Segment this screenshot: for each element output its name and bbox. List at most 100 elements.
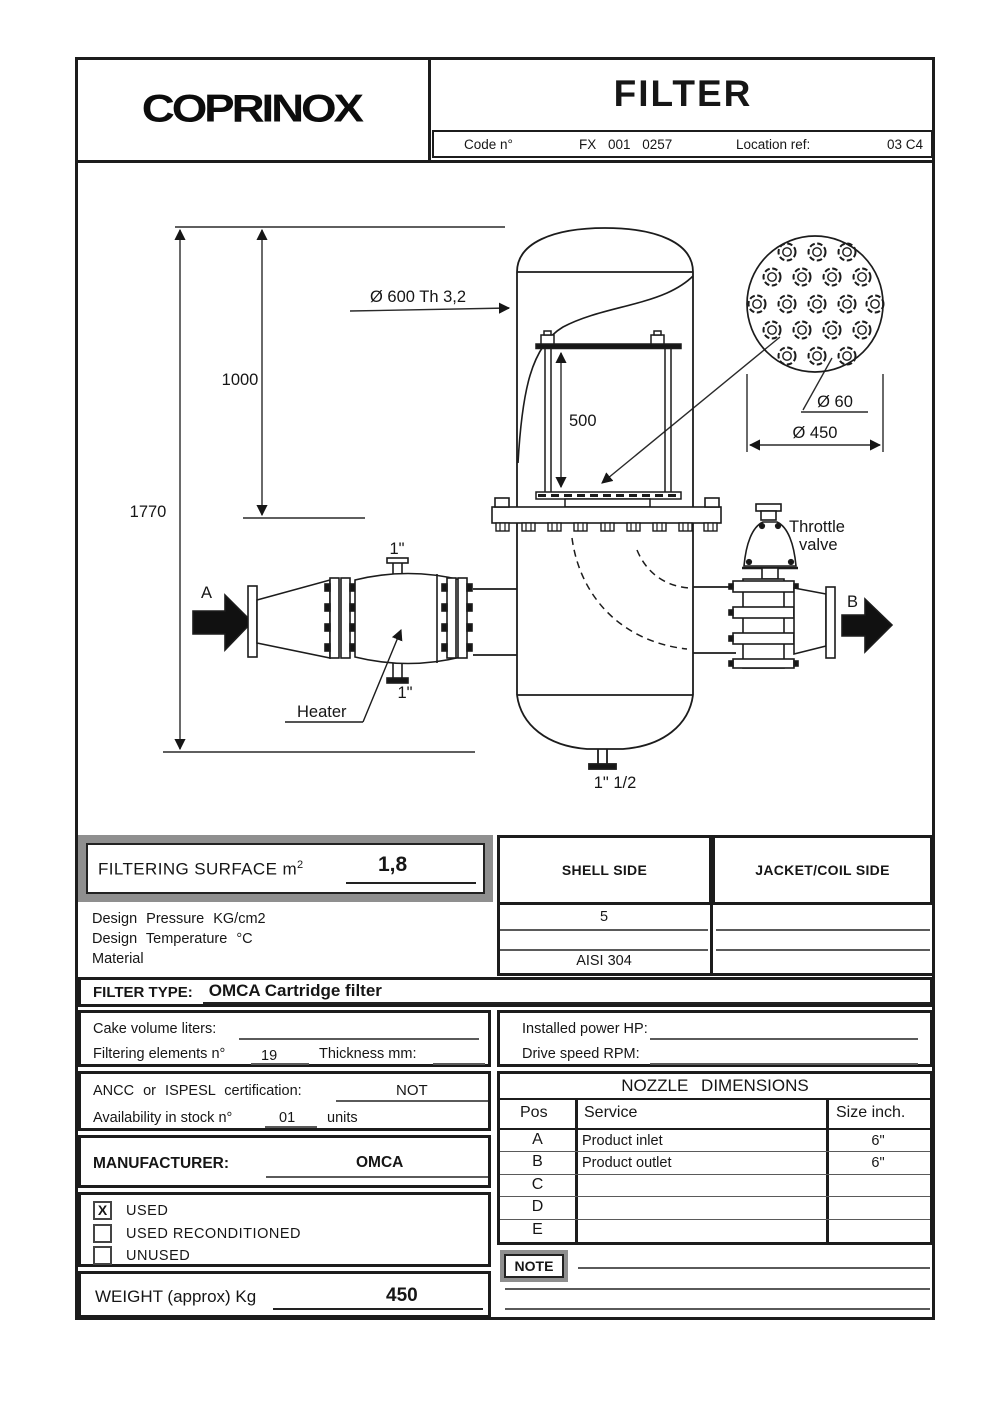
nozzle-dimensions-table: NOZZLE DIMENSIONS Pos Service Size inch.… [497,1071,933,1245]
spec-line [500,929,708,931]
code-bar: Code n° FX 001 0257 Location ref: 03 C4 [432,130,933,158]
manufacturer-label: MANUFACTURER: [93,1155,230,1172]
manufacturer-value: OMCA [356,1154,404,1171]
size-header: Size inch. [836,1104,906,1121]
row-a-service: Product inlet [582,1133,663,1149]
thickness-line [433,1063,485,1065]
power-speed-box: Installed power HP: Drive speed RPM: [497,1010,933,1067]
manufacturer-line [266,1176,488,1178]
cake-elements-box: Cake volume liters: Filtering elements n… [78,1010,491,1067]
weight-value: 450 [386,1285,418,1306]
cartridge-assembly [535,330,682,508]
dim-hole-diameter: Ø 60 [817,393,853,411]
stock-line [265,1126,317,1128]
nozzle-pipes [473,537,736,656]
condition-box: X USED USED RECONDITIONED UNUSED [78,1192,491,1267]
drain-nozzle-label: 1" 1/2 [594,774,637,792]
row-d-pos: D [531,1198,544,1216]
spec-line [716,929,930,931]
pressure-shell-value: 5 [599,909,609,925]
filtering-elements-line [251,1063,309,1065]
outlet-arrow [841,597,894,654]
pos-header: Pos [520,1104,548,1121]
row-a-size: 6" [871,1133,885,1149]
nozzle-col-line-1 [575,1100,578,1242]
heater-label: Heater [297,703,347,721]
weight-label: WEIGHT (approx) Kg [95,1287,257,1306]
certification-line [336,1100,488,1102]
stock-label: Availability in stock n° [93,1110,233,1126]
filtering-elements-label: Filtering elements n° [93,1046,226,1062]
filter-type-label: FILTER TYPE: [93,983,193,1001]
used-reconditioned-checkbox [93,1224,112,1243]
nozzle-table-title: NOZZLE DIMENSIONS [500,1074,930,1100]
cake-volume-line [239,1038,479,1040]
stock-units-label: units [327,1110,358,1126]
jacket-side-header: JACKET/COIL SIDE [712,835,933,905]
dim-shell-height: 1000 [222,371,259,389]
manufacturer-box: MANUFACTURER: OMCA [78,1135,491,1188]
service-header: Service [584,1104,638,1121]
throttle-label-1: Throttle [789,518,845,536]
row-a-pos: A [532,1131,543,1148]
spec-bottom-line [497,973,933,976]
heater-top-nozzle-label: 1" [389,540,404,558]
code-value: FX 001 0257 [579,137,673,152]
inlet-arrow [192,593,254,652]
shell-side-header: SHELL SIDE [497,835,712,905]
heater-assembly [192,557,473,723]
certification-value: NOT [396,1082,428,1099]
installed-power-label: Installed power HP: [522,1021,648,1037]
row-b-pos: B [532,1153,543,1171]
note-line-2 [505,1288,930,1290]
throttle-label-2: valve [799,536,838,554]
spec-line [500,949,708,951]
dim-sheet-diameter: Ø 450 [793,424,838,442]
nozzle-table-header: Pos Service Size inch. [500,1100,930,1130]
nozzle-row-b: B Product outlet 6" [500,1152,930,1175]
row-b-size: 6" [871,1155,885,1172]
material-label: Material [92,951,144,967]
drawing-labels: 1770 1000 Ø 600 Th 3,2 500 Ø 60 Ø 450 A … [130,288,858,792]
material-shell-value: AISI 304 [576,953,632,969]
used-label: USED [126,1203,169,1219]
heater-bottom-nozzle-label: 1" [397,684,412,702]
installed-power-line [650,1038,918,1040]
note-line-3 [505,1308,930,1310]
certification-box: ANCC or ISPESL certification: NOT Availa… [78,1071,491,1131]
outlet-label: B [847,593,858,611]
dim-total-height: 1770 [130,503,167,521]
spec-line [716,949,930,951]
nozzle-row-a: A Product inlet 6" [500,1130,930,1153]
inlet-label: A [201,584,212,602]
filtering-surface-frame: FILTERING SURFACE m2 1,8 [78,835,493,902]
document-title: FILTER [613,73,753,114]
tube-sheet-detail [746,235,885,373]
spec-col-line-mid [710,905,713,975]
certification-label: ANCC or ISPESL certification: [93,1083,302,1099]
row-b-service: Product outlet [582,1155,672,1172]
weight-line [273,1308,483,1310]
filtering-surface-box: FILTERING SURFACE m2 1,8 [86,843,485,894]
location-value: 03 C4 [887,137,924,152]
design-pressure-label: Design Pressure KG/cm2 [92,911,266,927]
stock-value: 01 [279,1110,296,1126]
technical-drawing: 1770 1000 Ø 600 Th 3,2 500 Ø 60 Ø 450 A … [130,226,894,792]
unused-label: UNUSED [126,1248,191,1264]
filtering-surface-label: FILTERING SURFACE m2 [98,859,304,879]
used-checkbox: X [93,1201,112,1220]
company-logo: COPRINOX [141,86,364,130]
cartridge-holes [747,242,885,366]
throttle-valve [728,503,894,669]
dimension-lines [163,226,884,753]
nozzle-row-d: D [500,1197,930,1220]
dim-shell-diameter: Ø 600 Th 3,2 [370,288,466,306]
cake-volume-label: Cake volume liters: [93,1021,217,1037]
nozzle-col-line-2 [826,1100,829,1242]
drive-speed-line [650,1063,918,1065]
note-frame: NOTE [500,1250,568,1282]
outer-frame [75,57,935,1320]
nozzle-row-e: E [500,1220,930,1242]
thickness-label: Thickness mm: [319,1046,417,1062]
